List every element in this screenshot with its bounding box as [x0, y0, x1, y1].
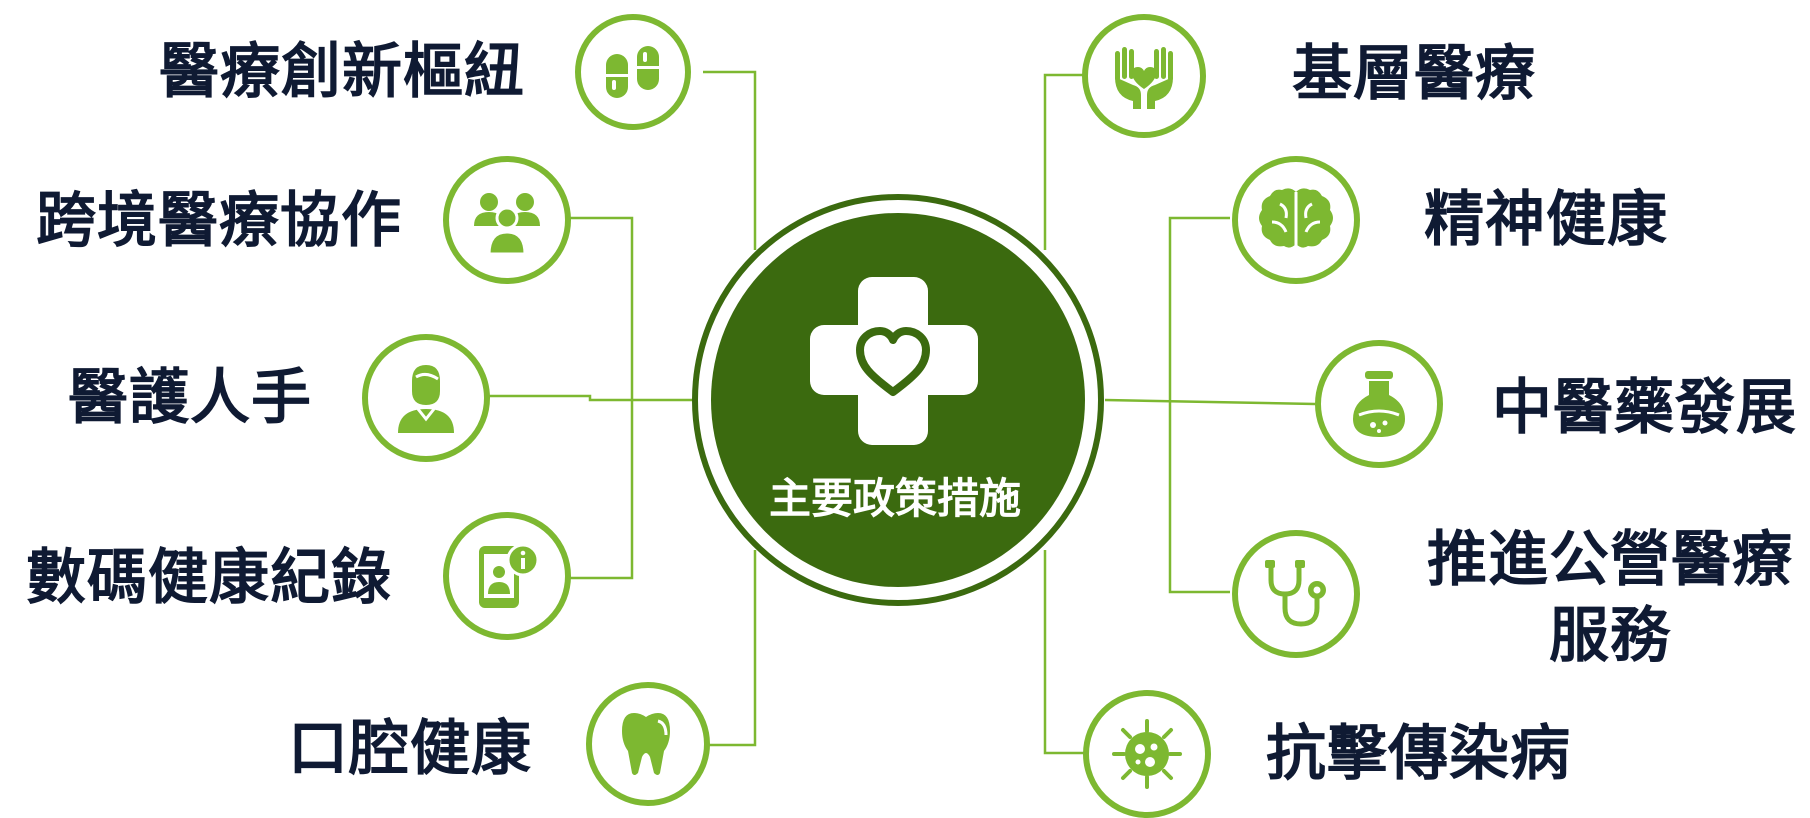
label-public-healthcare-line1: 推進公營醫療	[1427, 525, 1793, 595]
stethoscope-icon	[1265, 560, 1326, 627]
label-oral-health: 口腔健康	[288, 714, 532, 784]
node-healthcare-manpower	[362, 334, 490, 462]
brain-icon	[1259, 188, 1333, 248]
node-cross-border	[443, 156, 571, 284]
connector-line	[485, 394, 705, 402]
connector-line	[703, 70, 757, 250]
medical-cross-heart-icon	[810, 277, 978, 445]
node-digital-records	[443, 512, 571, 640]
health-worker-icon	[398, 365, 454, 433]
digital-record-phone-icon	[479, 543, 540, 608]
node-public-healthcare	[1232, 530, 1360, 658]
connector-line	[1043, 550, 1085, 755]
node-innovation-hub	[575, 14, 691, 130]
label-public-healthcare: 推進公營醫療 服務	[1410, 524, 1810, 672]
node-infectious-disease	[1083, 690, 1211, 818]
flask-icon	[1353, 371, 1405, 437]
connector-line	[570, 216, 634, 580]
people-group-icon	[474, 193, 540, 256]
connector-line	[703, 550, 757, 747]
node-primary-care	[1082, 14, 1206, 138]
hands-heart-icon	[1115, 47, 1173, 109]
virus-icon	[1112, 719, 1182, 789]
connector-line	[1043, 73, 1085, 250]
label-cross-border: 跨境醫療協作	[36, 186, 402, 256]
node-oral-health	[586, 682, 710, 806]
connector-line	[1168, 216, 1230, 594]
label-infectious-disease: 抗擊傳染病	[1266, 719, 1571, 789]
connector-line	[1104, 398, 1316, 406]
label-innovation-hub: 醫療創新樞紐	[159, 37, 525, 107]
label-primary-care: 基層醫療	[1292, 39, 1536, 109]
capsules-icon	[606, 46, 659, 98]
node-chinese-medicine	[1315, 340, 1443, 468]
center-title: 主要政策措施	[768, 474, 1021, 523]
label-public-healthcare-line2: 服務	[1549, 601, 1671, 671]
tooth-icon	[622, 713, 670, 775]
label-digital-records: 數碼健康紀錄	[26, 543, 392, 613]
label-mental-health: 精神健康	[1424, 185, 1668, 255]
node-mental-health	[1232, 156, 1360, 284]
label-healthcare-manpower: 醫護人手	[68, 363, 312, 433]
label-chinese-medicine: 中醫藥發展	[1492, 373, 1797, 443]
